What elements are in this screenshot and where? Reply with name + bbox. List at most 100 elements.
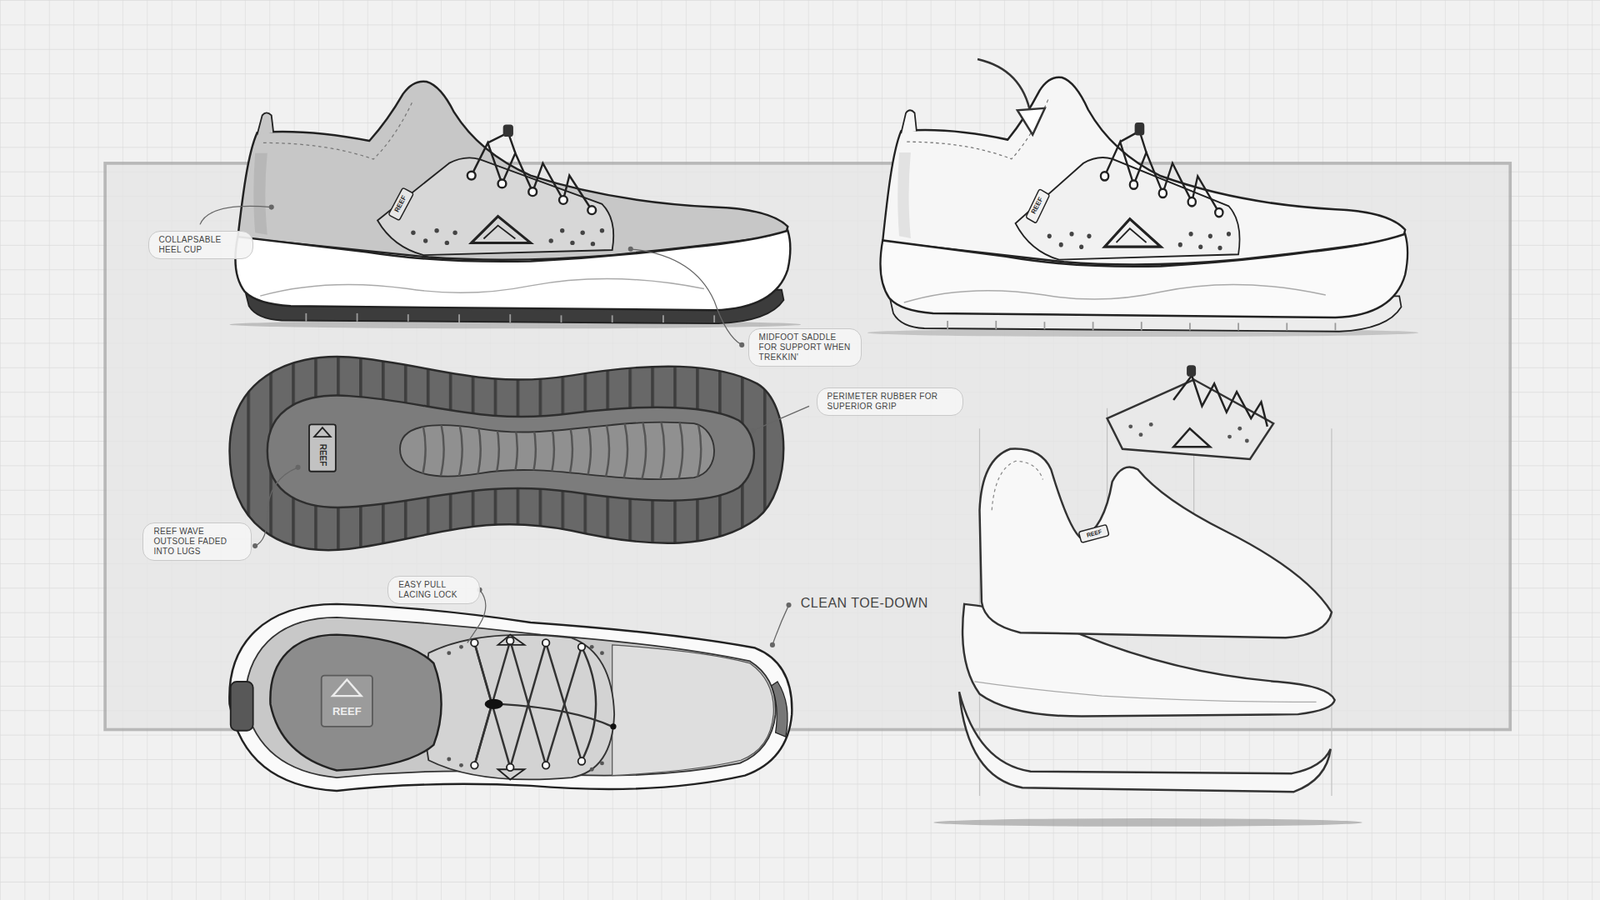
midsole-wave-line (974, 681, 1316, 702)
collapse-arrow (1017, 108, 1045, 135)
collapse-arrow (977, 59, 1031, 115)
saddle-perforations (459, 763, 464, 768)
leader-line (772, 605, 790, 645)
eyelets (470, 761, 479, 770)
outsole-bottom-view (675, 408, 684, 490)
outsole-bottom-view (639, 408, 647, 490)
outsole-bottom-view (694, 408, 702, 490)
leader-dot (785, 602, 791, 608)
outsole-bottom-view (583, 408, 591, 490)
eyelets (470, 639, 479, 647)
bungee-laces (474, 640, 612, 768)
saddle-perforations (590, 645, 595, 650)
reef-triangle-logo (332, 680, 361, 697)
saddle-perforations (1245, 439, 1250, 444)
outsole-bottom-view (546, 408, 555, 490)
leader-dot (269, 205, 275, 210)
outsole-bottom-view (455, 408, 463, 490)
eyelets (470, 637, 585, 771)
outsole-bottom-view (267, 395, 755, 508)
leader-line (753, 405, 810, 430)
lace-lock (485, 699, 504, 710)
leader-line (200, 205, 810, 645)
leader-line (255, 467, 298, 546)
outsole-bottom-view (436, 408, 445, 490)
outsole-bottom-view (230, 356, 785, 550)
exploded-view (959, 365, 1335, 792)
insole-logo-plate (321, 675, 373, 727)
outsole-bottom-view (620, 408, 628, 490)
eyelets (506, 637, 515, 645)
leader-dot (252, 543, 258, 549)
collapsed-heel-shoe (880, 77, 1408, 332)
eyelets (542, 639, 550, 647)
lace-lock (1186, 365, 1196, 376)
saddle-perforations (459, 645, 464, 650)
brand-logo: REEF (318, 444, 327, 467)
eyelets (578, 643, 586, 651)
bungee-laces (545, 646, 582, 765)
saddle-perforations (1139, 432, 1144, 437)
toe-bumper (771, 681, 788, 737)
saddle-perforations (1149, 422, 1154, 427)
annotation-note: EASY PULL LACING LOCK (387, 575, 480, 605)
reef-triangle-logo (314, 427, 331, 437)
outsole-bottom-view (601, 408, 610, 490)
leader-dot (770, 642, 775, 648)
outsole-bottom-view (565, 408, 573, 490)
annotation-heading: CLEAN TOE-DOWN (799, 595, 930, 611)
brand-logo: REEF (332, 705, 362, 717)
reef-triangle-logo (498, 635, 525, 645)
annotation-note: PERIMETER RUBBER FOR SUPERIOR GRIP (816, 387, 964, 416)
annotation-note: REEF WAVE OUTSOLE FADED INTO LUGS (142, 522, 252, 561)
outsole-bottom-view (400, 422, 715, 480)
annotation-note: COLLAPSABLE HEEL CUP (148, 230, 254, 260)
outsole-bottom-view (418, 408, 426, 490)
collapse-arrow (977, 59, 1045, 135)
leader-line (200, 205, 272, 225)
leader-dot (252, 205, 792, 648)
leader-dot (628, 246, 634, 252)
leader-dot (750, 428, 756, 434)
saddle-perforations (590, 767, 595, 772)
bungee-laces (500, 704, 613, 727)
saddle-perforations (1237, 426, 1242, 431)
saddle-perforations (1128, 422, 1249, 443)
saddle-perforations (446, 757, 451, 762)
brand-tab (1078, 524, 1110, 543)
toe-box (612, 645, 775, 776)
outsole-bottom-view (418, 408, 701, 490)
outsole-bottom-view (657, 408, 665, 490)
outsole-bottom-view (473, 408, 481, 490)
leader-dot (739, 342, 745, 348)
annotation-note: MIDFOOT SADDLE FOR SUPPORT WHEN TREKKIN' (748, 328, 862, 367)
outsole-bottom-view (510, 408, 518, 490)
outsole-bottom-view (528, 408, 536, 490)
top-view-shoe (229, 604, 792, 791)
collar-stitching (991, 460, 1043, 510)
collar-opening (270, 635, 441, 771)
saddle-perforations (446, 650, 451, 655)
saddle-perforations (1227, 435, 1232, 440)
leader-line (630, 249, 742, 345)
saddle-perforations (1128, 424, 1133, 429)
eyelets (506, 764, 515, 772)
outsole-bottom-view (491, 408, 500, 490)
top-view-shoe (229, 604, 792, 791)
lace-end (610, 723, 616, 730)
midfoot-saddle (424, 635, 615, 780)
eyelets (542, 761, 550, 770)
bungee-laces (545, 642, 582, 761)
saddle-perforations (446, 645, 605, 772)
eyelets (578, 757, 586, 765)
bungee-laces (581, 646, 596, 761)
reef-triangle-logo (1173, 428, 1210, 447)
outsole-bottom-view (230, 356, 785, 550)
saddle-perforations (600, 650, 605, 655)
saddle-perforations (600, 760, 605, 765)
bungee-laces (474, 640, 510, 765)
